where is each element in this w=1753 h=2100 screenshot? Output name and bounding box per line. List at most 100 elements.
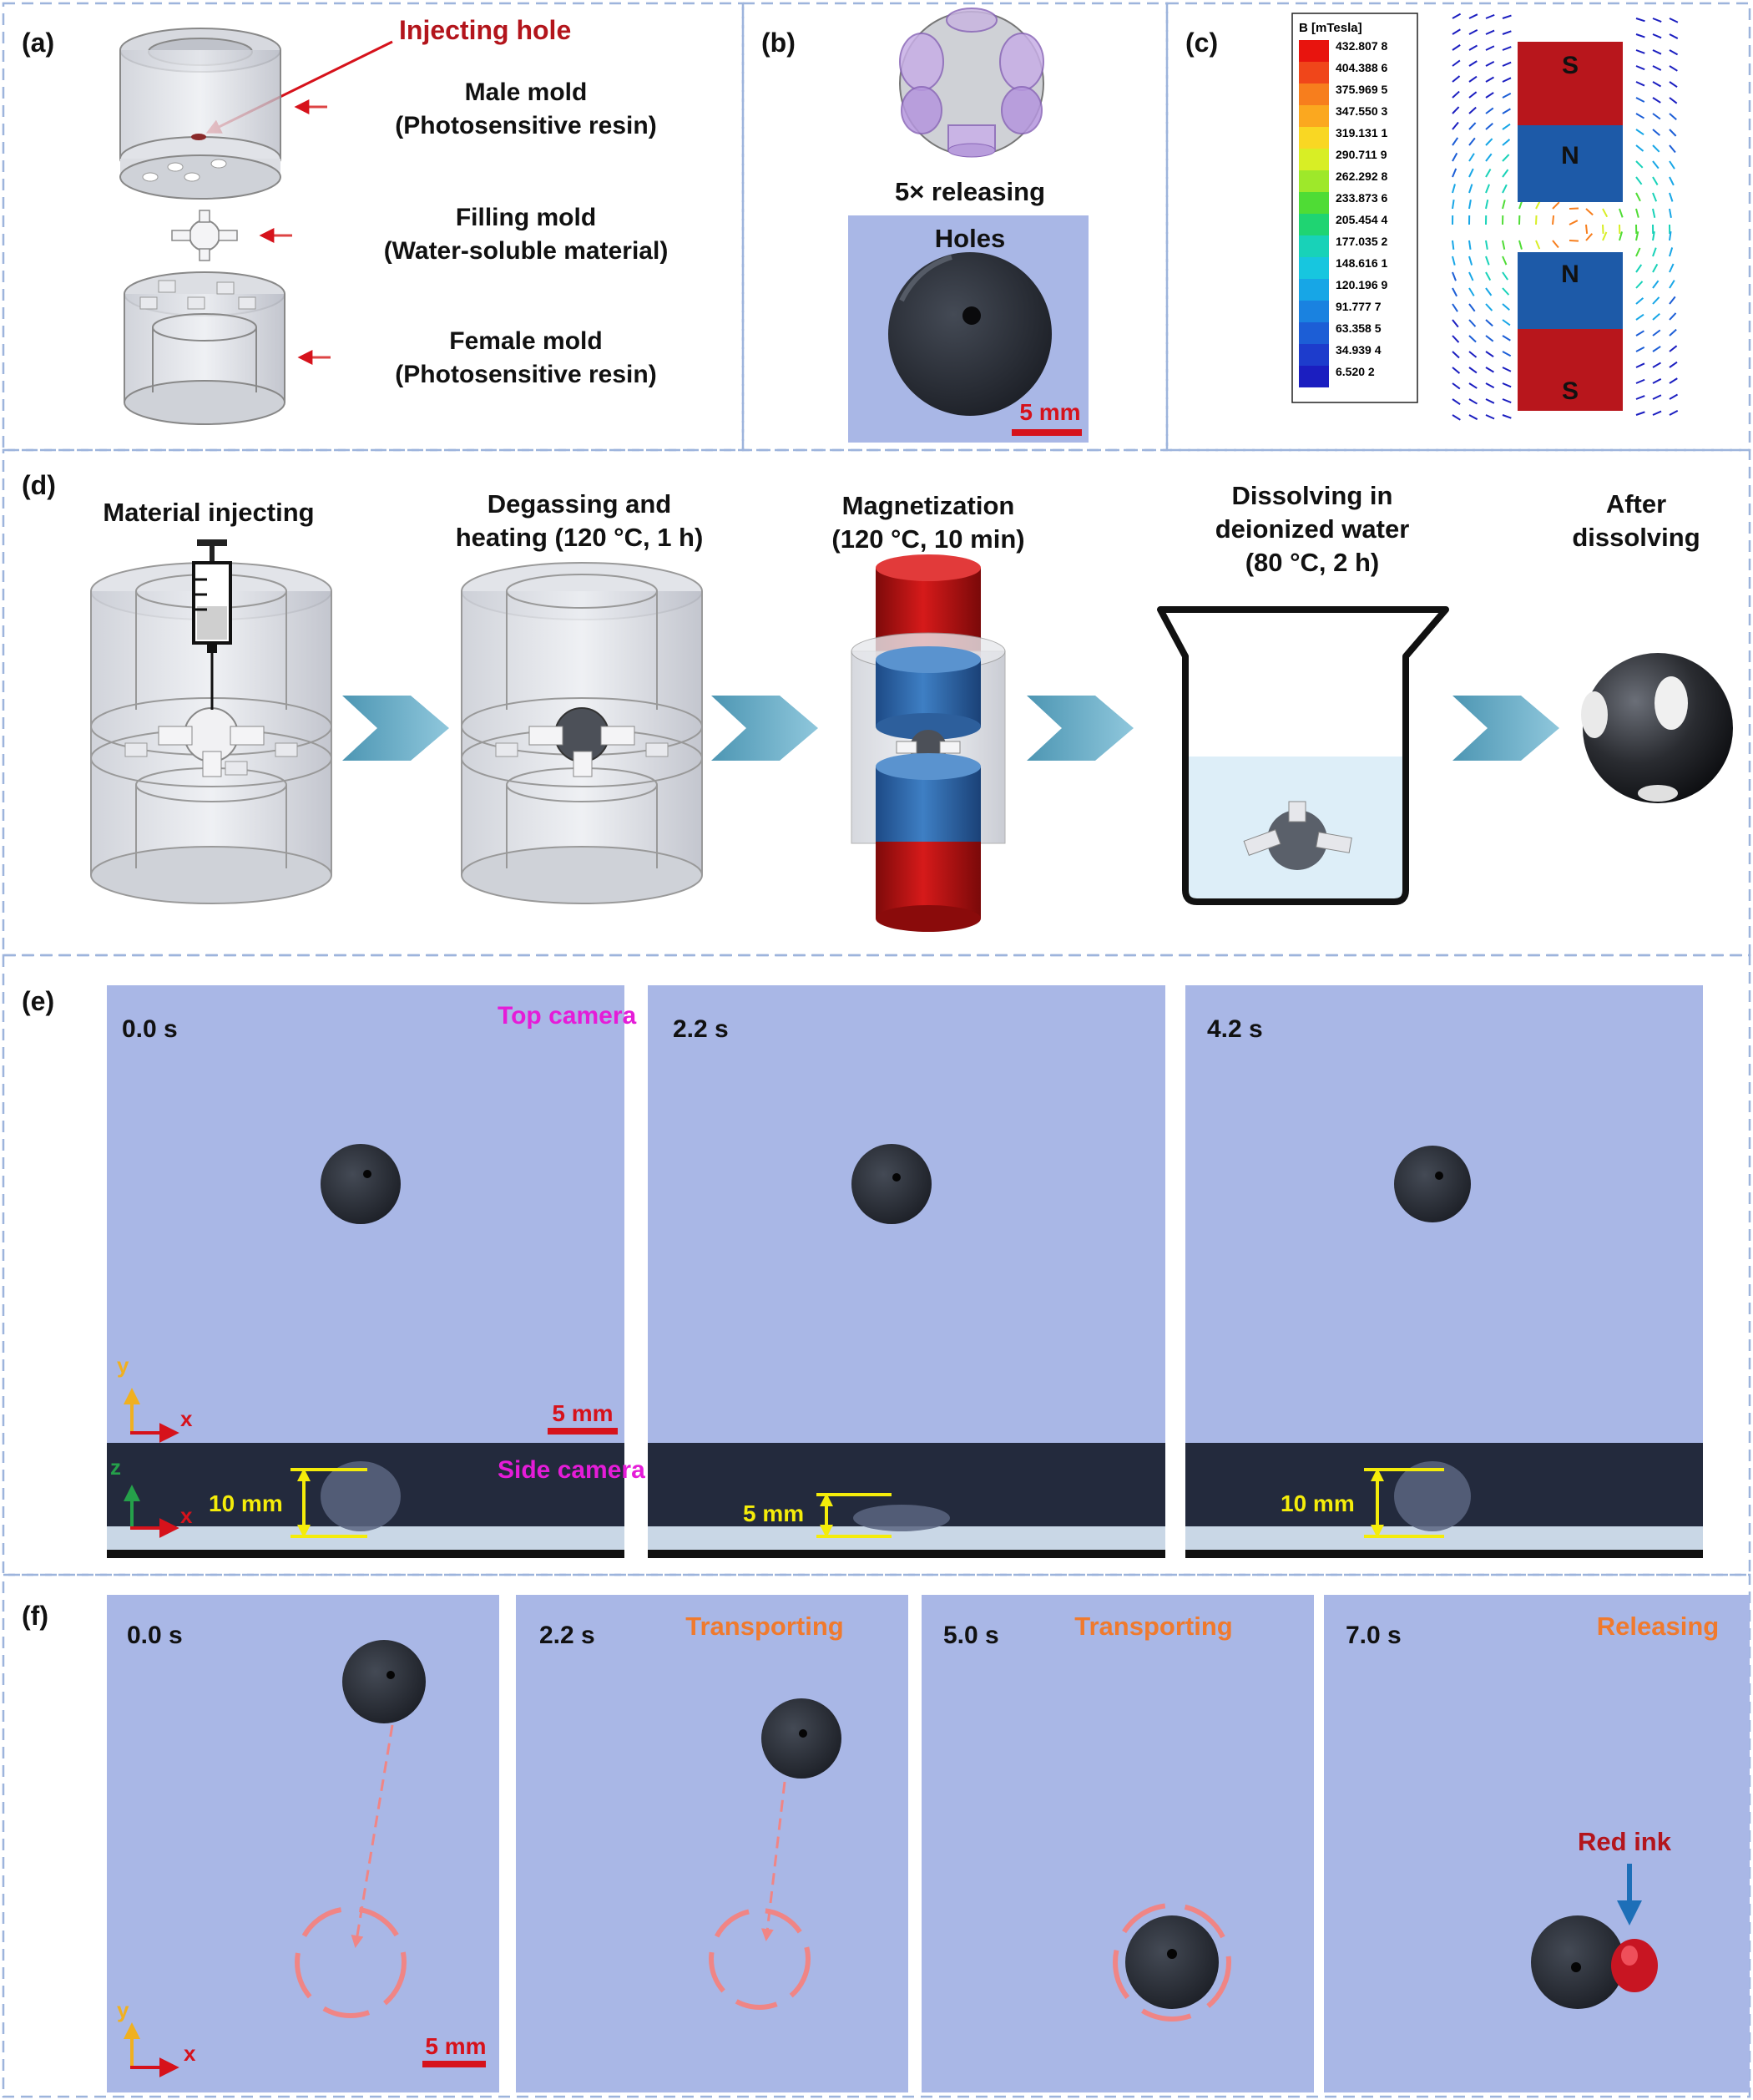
field-vector — [1652, 144, 1660, 153]
field-vector — [1602, 224, 1604, 235]
red-ink-label: Red ink — [1578, 1827, 1672, 1856]
legend-swatch — [1299, 62, 1329, 83]
f-time-1: 0.0 s — [127, 1622, 183, 1649]
field-vector — [1652, 329, 1661, 337]
field-vector — [1452, 137, 1459, 146]
legend-value: 91.777 7 — [1336, 300, 1382, 313]
field-vector — [1452, 13, 1462, 19]
simulation-magnets: S N N S — [1518, 42, 1623, 411]
field-vector — [1468, 319, 1477, 327]
field-vector — [1485, 107, 1494, 114]
top-camera-label: Top camera — [498, 1002, 636, 1030]
legend-value: 319.131 1 — [1336, 126, 1387, 139]
panel-e: (e) 0.0 s Top camera Side camera 5 mm y … — [22, 985, 1703, 1558]
legend-value: 233.873 6 — [1336, 191, 1387, 205]
e-time-3: 4.2 s — [1207, 1015, 1263, 1043]
field-vector — [1468, 153, 1475, 162]
male-mold-drawing — [119, 28, 281, 200]
step5-sphere-drawing — [1581, 653, 1733, 803]
step2-mold-drawing — [461, 562, 703, 904]
step2-line2: heating (120 °C, 1 h) — [456, 523, 704, 552]
field-vector — [1635, 65, 1645, 71]
field-vector — [1652, 263, 1659, 273]
legend-value: 432.807 8 — [1336, 39, 1387, 53]
legend-value: 6.520 2 — [1336, 365, 1375, 378]
scale-label-b: 5 mm — [1019, 399, 1080, 425]
field-vector — [1502, 367, 1512, 372]
field-vector — [1468, 382, 1478, 389]
field-vector — [1452, 44, 1461, 51]
f-state-3: Transporting — [1074, 1612, 1232, 1641]
legend-title: B [mTesla] — [1299, 21, 1362, 35]
step2-line1: Degassing and — [488, 489, 672, 519]
scale-label-f: 5 mm — [425, 2033, 486, 2059]
field-vector — [1502, 30, 1512, 35]
field-vector — [1468, 271, 1474, 281]
filling-mold-label: Filling mold — [456, 204, 596, 231]
field-vector — [1502, 256, 1508, 266]
field-vector — [1468, 287, 1475, 296]
f-axis-x: x — [184, 2041, 196, 2066]
field-vector — [1635, 346, 1645, 352]
e-height-1: 10 mm — [209, 1490, 283, 1516]
field-vector — [1552, 240, 1559, 249]
field-vector — [1485, 13, 1495, 19]
field-vector — [1569, 220, 1579, 225]
legend-value: 375.969 5 — [1336, 83, 1387, 96]
field-vector — [1452, 240, 1455, 250]
field-vector — [1602, 231, 1608, 241]
legend-value: 262.292 8 — [1336, 170, 1387, 183]
field-vector — [1452, 303, 1458, 312]
field-vector — [1585, 208, 1594, 216]
scale-bar-f — [422, 2061, 486, 2067]
process-chevrons — [342, 696, 1559, 761]
legend-swatch — [1299, 127, 1329, 149]
step5-line2: dissolving — [1572, 523, 1700, 552]
field-vector — [1669, 65, 1678, 72]
field-vector — [1452, 287, 1457, 297]
magnet-1-n: N — [1561, 142, 1579, 170]
magnet-2-s: S — [1562, 377, 1579, 405]
field-vector — [1468, 367, 1478, 374]
e-axis-x: x — [180, 1406, 193, 1431]
legend-value: 120.196 9 — [1336, 278, 1387, 291]
f-frame-3: 5.0 s Transporting — [922, 1595, 1314, 2092]
field-vector — [1485, 240, 1488, 250]
field-vector — [1502, 154, 1510, 162]
legend-swatch — [1299, 170, 1329, 192]
field-vector — [1468, 199, 1472, 210]
panel-d-tag: (d) — [22, 470, 56, 500]
releasing-label: 5× releasing — [895, 177, 1045, 206]
field-vector — [1485, 184, 1490, 194]
holes-label: Holes — [935, 224, 1005, 253]
field-vector — [1635, 231, 1639, 241]
field-vector — [1669, 113, 1677, 121]
field-vector — [1669, 192, 1674, 202]
panel-e-tag: (e) — [22, 986, 54, 1016]
field-vector — [1485, 256, 1490, 266]
panel-a-tag: (a) — [22, 28, 54, 58]
field-vector — [1452, 168, 1457, 178]
field-vector — [1485, 123, 1493, 130]
legend-swatch — [1299, 235, 1329, 257]
field-vector — [1502, 398, 1512, 403]
field-vector — [1652, 160, 1660, 170]
field-vector — [1635, 297, 1644, 305]
field-vector — [1635, 113, 1644, 119]
scale-bar-b — [1012, 429, 1082, 436]
field-vector — [1652, 49, 1662, 55]
e-frame-3: 4.2 s 10 mm — [1185, 985, 1703, 1558]
field-vector — [1635, 192, 1641, 202]
field-vector — [1485, 45, 1495, 51]
f-frame-4: 7.0 s Releasing Red ink — [1324, 1595, 1750, 2092]
field-vector — [1652, 65, 1662, 71]
field-vector — [1502, 271, 1509, 281]
field-vector — [1468, 256, 1473, 266]
field-vector — [1652, 377, 1662, 384]
side-camera-label: Side camera — [498, 1456, 645, 1484]
e-frame-2: 2.2 s 5 mm — [648, 985, 1165, 1558]
field-vector — [1669, 280, 1675, 289]
field-vector — [1635, 313, 1644, 321]
field-vector — [1468, 91, 1478, 99]
panel-b-tag: (b) — [761, 28, 796, 58]
